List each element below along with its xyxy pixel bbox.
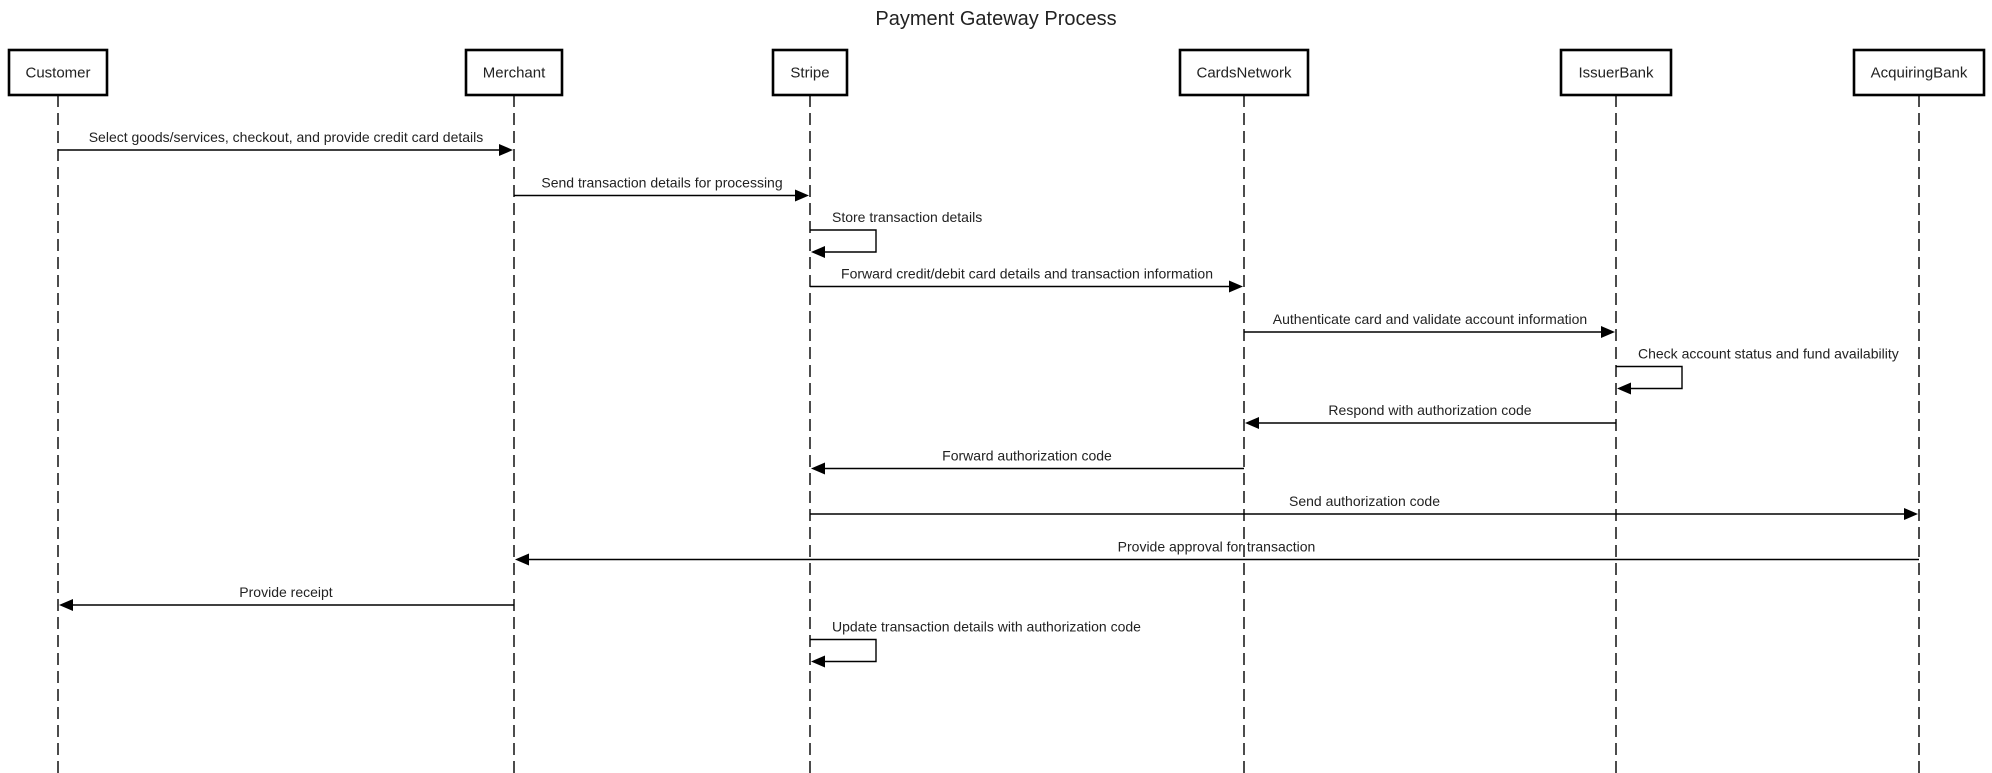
message-label: Update transaction details with authoriz… — [832, 619, 1141, 635]
arrow-head — [795, 189, 809, 202]
actor-box — [771, 48, 849, 97]
actor-label: AcquiringBank — [1871, 65, 1968, 82]
message-1: Select goods/services, checkout, and pro… — [58, 129, 513, 156]
message-7: Respond with authorization code — [1245, 402, 1616, 429]
actor-box — [464, 48, 564, 97]
arrow-head — [1617, 382, 1631, 395]
arrow-head — [1245, 417, 1259, 429]
arrow-head — [811, 655, 825, 668]
message-6: Check account status and fund availabili… — [1616, 346, 1899, 395]
actors: Customer Merchant Stripe CardsNetwork Issuer… — [7, 48, 1986, 97]
arrow-head — [811, 246, 825, 258]
actor-box — [1852, 48, 1986, 97]
message-label: Provide approval for transaction — [1118, 539, 1316, 555]
message-12: Update transaction details with authoriz… — [810, 619, 1141, 668]
actor-cards-network: CardsNetwork — [1178, 48, 1310, 97]
message-label: Forward credit/debit card details and tr… — [841, 266, 1213, 282]
message-label: Check account status and fund availabili… — [1638, 346, 1899, 362]
actor-box — [7, 48, 109, 97]
diagram-title: Payment Gateway Process — [875, 8, 1116, 30]
message-label: Send transaction details for processing — [541, 175, 782, 191]
message-line — [810, 638, 877, 663]
actor-label: Stripe — [790, 65, 829, 82]
arrow-head — [1229, 280, 1243, 293]
message-label: Send authorization code — [1289, 493, 1440, 509]
message-label: Respond with authorization code — [1328, 402, 1531, 418]
message-label: Provide receipt — [239, 584, 332, 600]
message-label: Forward authorization code — [942, 448, 1112, 464]
arrow-head — [59, 599, 73, 611]
arrow-head — [1601, 326, 1615, 338]
arrow-head — [1904, 508, 1918, 520]
actor-customer: Customer — [7, 48, 109, 97]
actor-merchant: Merchant — [464, 48, 564, 97]
message-label: Store transaction details — [832, 209, 982, 225]
actor-issuer-bank: IssuerBank — [1559, 48, 1673, 97]
message-label: Authenticate card and validate account i… — [1273, 311, 1587, 327]
message-line — [810, 229, 877, 253]
message-4: Forward credit/debit card details and tr… — [810, 266, 1243, 293]
actor-label: CardsNetwork — [1196, 65, 1292, 82]
message-8: Forward authorization code — [811, 448, 1244, 475]
arrow-head — [811, 462, 825, 475]
message-9: Send authorization code — [810, 493, 1918, 520]
message-5: Authenticate card and validate account i… — [1244, 311, 1615, 338]
arrow-head — [515, 553, 529, 566]
message-line — [1616, 365, 1683, 390]
actor-acquiring-bank: AcquiringBank — [1852, 48, 1986, 97]
message-11: Provide receipt — [59, 584, 514, 611]
arrow-head — [499, 144, 513, 156]
actor-label: IssuerBank — [1578, 65, 1654, 82]
actor-label: Merchant — [483, 65, 546, 82]
messages: Select goods/services, checkout, and pro… — [58, 129, 1919, 668]
actor-box — [1178, 48, 1310, 97]
message-label: Select goods/services, checkout, and pro… — [89, 129, 484, 145]
lifelines — [57, 95, 1920, 773]
message-3: Store transaction details — [810, 209, 982, 258]
message-2: Send transaction details for processing — [514, 175, 809, 202]
actor-box — [1559, 48, 1673, 97]
actor-stripe: Stripe — [771, 48, 849, 97]
message-10: Provide approval for transaction — [515, 539, 1919, 566]
actor-label: Customer — [25, 65, 90, 82]
